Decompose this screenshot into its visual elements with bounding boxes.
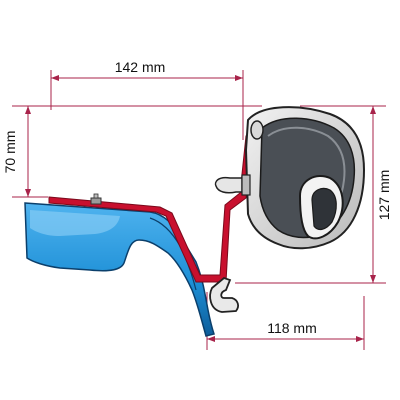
roof-screw-icon xyxy=(90,193,102,205)
dimension-bottom-label: 118 mm xyxy=(267,320,317,336)
dimension-left: 70 mm xyxy=(2,105,262,198)
dimension-top-label: 142 mm xyxy=(115,59,166,75)
dimension-right: 127 mm xyxy=(235,105,392,284)
dimension-right-label: 127 mm xyxy=(376,170,392,221)
vehicle-roof-profile xyxy=(24,202,215,337)
dimension-left-label: 70 mm xyxy=(2,131,18,174)
case-knob-icon xyxy=(214,174,251,196)
dimension-top: 142 mm xyxy=(50,59,244,140)
awning-case xyxy=(244,106,366,250)
gutter-clip xyxy=(209,276,239,313)
